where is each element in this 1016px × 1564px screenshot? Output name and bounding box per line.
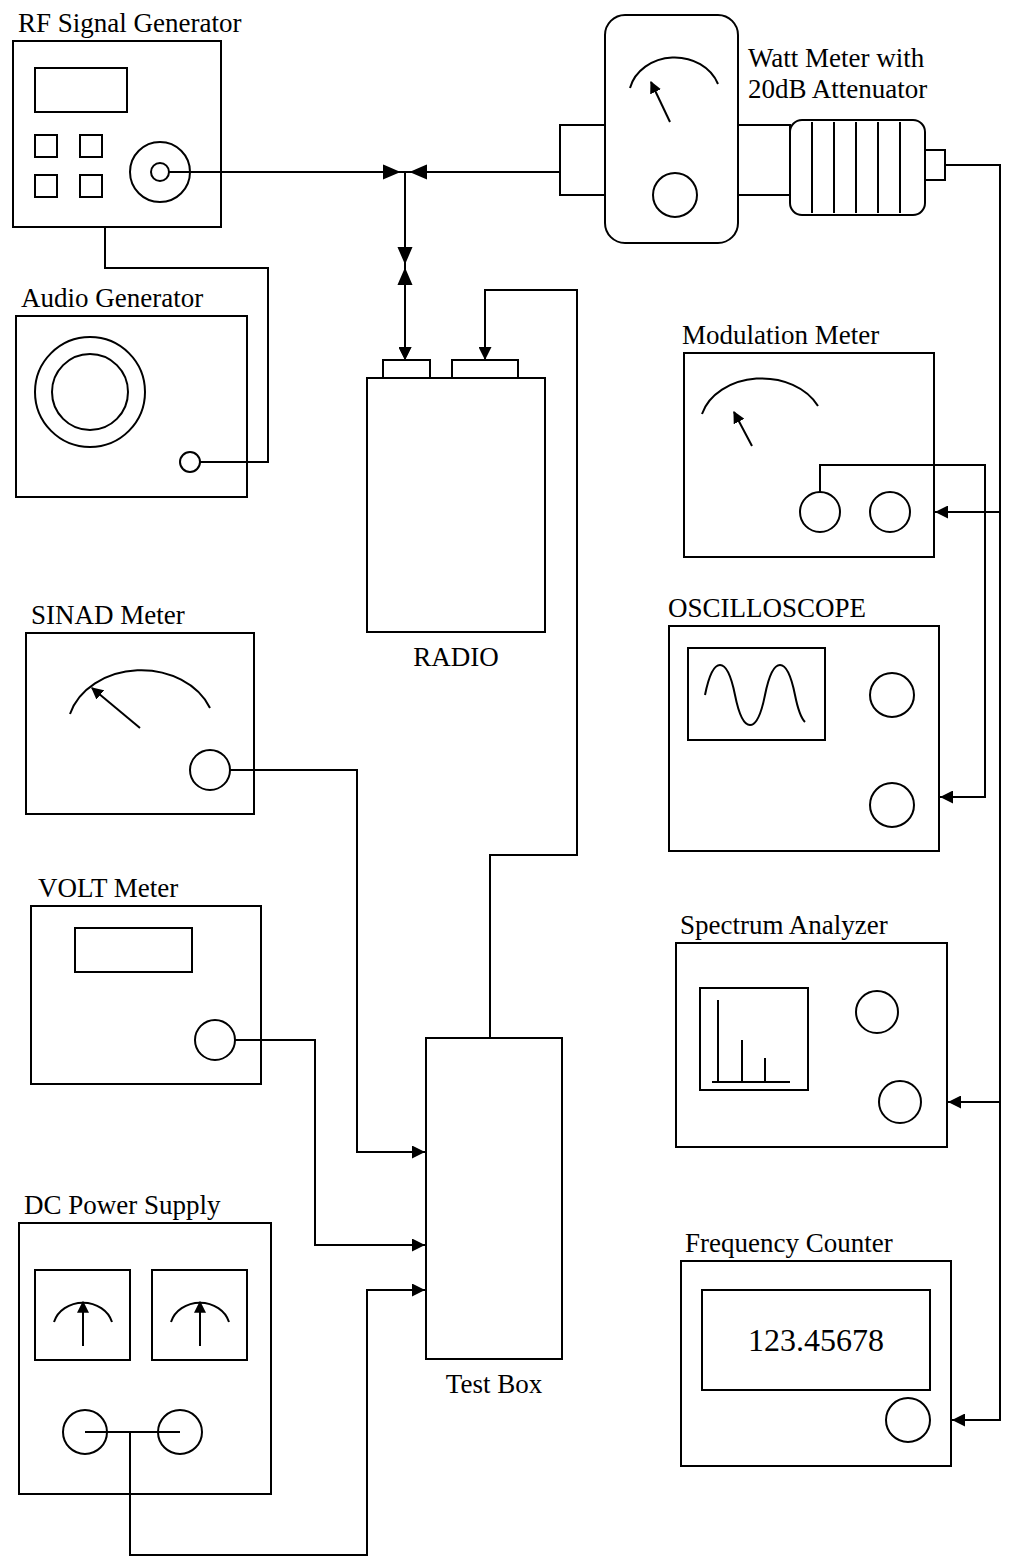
display-window	[75, 928, 192, 972]
instrument-box: VOLT Meter	[30, 905, 262, 1085]
cable-connector	[222, 172, 405, 360]
coax-connector	[738, 125, 790, 195]
instrument-label: RF Signal Generator	[18, 8, 241, 39]
instrument-label: Watt Meter with 20dB Attenuator	[748, 43, 960, 105]
display-reading: 123.45678	[702, 1290, 930, 1390]
output-jack-core	[151, 163, 169, 181]
instrument-box: Watt Meter with 20dB Attenuator	[560, 15, 945, 243]
instrument-label: Modulation Meter	[682, 320, 879, 351]
antenna-connector	[383, 360, 430, 378]
key-button	[80, 135, 102, 157]
attenuator-rib	[877, 122, 879, 213]
input-jack	[190, 750, 230, 790]
key-button	[35, 175, 57, 197]
instrument-label: Spectrum Analyzer	[680, 910, 888, 941]
instrument-box: Modulation Meter	[683, 352, 935, 558]
cable-connector	[485, 290, 577, 1037]
key-button	[35, 135, 57, 157]
cable-connector	[255, 770, 425, 1152]
input-jack	[195, 1020, 235, 1060]
coax-connector	[925, 150, 945, 180]
meter-scale	[70, 670, 210, 714]
instrument-label: Frequency Counter	[685, 1228, 893, 1259]
instrument-label: Test Box	[405, 1369, 583, 1400]
output-jack	[800, 492, 840, 532]
attenuator-rib	[811, 122, 813, 213]
equipment-details	[35, 15, 945, 1495]
spectrum-line	[764, 1058, 766, 1082]
cable-connector	[262, 1040, 425, 1245]
meter-needle	[734, 412, 752, 446]
attenuator-body	[790, 120, 925, 215]
key-button	[80, 175, 102, 197]
instrument-label: SINAD Meter	[31, 600, 185, 631]
tuning-dial	[35, 337, 145, 447]
instrument-label: RADIO	[367, 642, 545, 673]
jack-lead	[230, 769, 255, 771]
watt-meter-body	[605, 15, 738, 243]
cable-connector	[945, 165, 1000, 1420]
meter-needle	[82, 1302, 84, 1346]
meter-needle	[92, 688, 140, 728]
input-jack	[870, 492, 910, 532]
instrument-box: Frequency Counter123.45678	[680, 1260, 952, 1467]
jack-lead	[169, 171, 222, 173]
instrument-label: DC Power Supply	[24, 1190, 221, 1221]
scope-screen	[688, 648, 825, 740]
instrument-box: Spectrum Analyzer	[675, 942, 948, 1148]
sine-trace	[705, 665, 805, 725]
instrument-box: RADIO	[367, 360, 545, 632]
trace-baseline	[712, 1081, 790, 1083]
instrument-box: DC Power Supply	[18, 1222, 272, 1495]
spectrum-line	[741, 1040, 743, 1082]
input-jack	[870, 783, 914, 827]
coax-connector	[560, 125, 605, 195]
attenuator-rib	[855, 122, 857, 213]
attenuator-rib	[899, 122, 901, 213]
instrument-label: VOLT Meter	[38, 873, 178, 904]
instrument-box: RF Signal Generator	[12, 40, 222, 228]
output-jack	[180, 452, 200, 472]
meter-scale	[702, 378, 818, 414]
input-jack	[879, 1081, 921, 1123]
cable-connector	[935, 165, 1000, 512]
tuning-dial-inner	[52, 354, 128, 430]
meter-needle	[651, 82, 670, 122]
jack-lead	[235, 1039, 262, 1041]
radio-body	[367, 378, 545, 632]
attenuator-rib	[833, 122, 835, 213]
jack-lead	[200, 461, 248, 463]
terminal-lead	[129, 1432, 131, 1495]
cable-connector	[405, 172, 560, 360]
cable-connector	[935, 465, 985, 797]
instrument-label: Audio Generator	[21, 283, 203, 314]
accessory-connector	[452, 360, 518, 378]
terminal-lead	[85, 1431, 180, 1433]
meter-needle	[199, 1302, 201, 1346]
instrument-box: OSCILLOSCOPE	[668, 625, 940, 852]
instrument-box: Audio Generator	[15, 315, 248, 498]
panel-meter	[152, 1270, 247, 1360]
input-jack	[886, 1398, 930, 1442]
cable-connector	[130, 1290, 425, 1555]
instrument-label: OSCILLOSCOPE	[668, 593, 866, 624]
cable-connector	[105, 228, 268, 462]
display-window	[702, 1290, 930, 1390]
analyzer-screen	[700, 988, 808, 1090]
control-knob	[870, 673, 914, 717]
display-window	[35, 68, 127, 112]
selector-knob	[653, 173, 697, 217]
meter-scale	[630, 57, 718, 88]
control-knob	[856, 991, 898, 1033]
instrument-box: SINAD Meter	[25, 632, 255, 815]
instrument-box: Test Box	[425, 1037, 563, 1360]
jack-lead	[820, 465, 935, 492]
panel-meter	[35, 1270, 130, 1360]
cable-connector	[945, 165, 1000, 1102]
spectrum-line	[717, 1000, 719, 1082]
